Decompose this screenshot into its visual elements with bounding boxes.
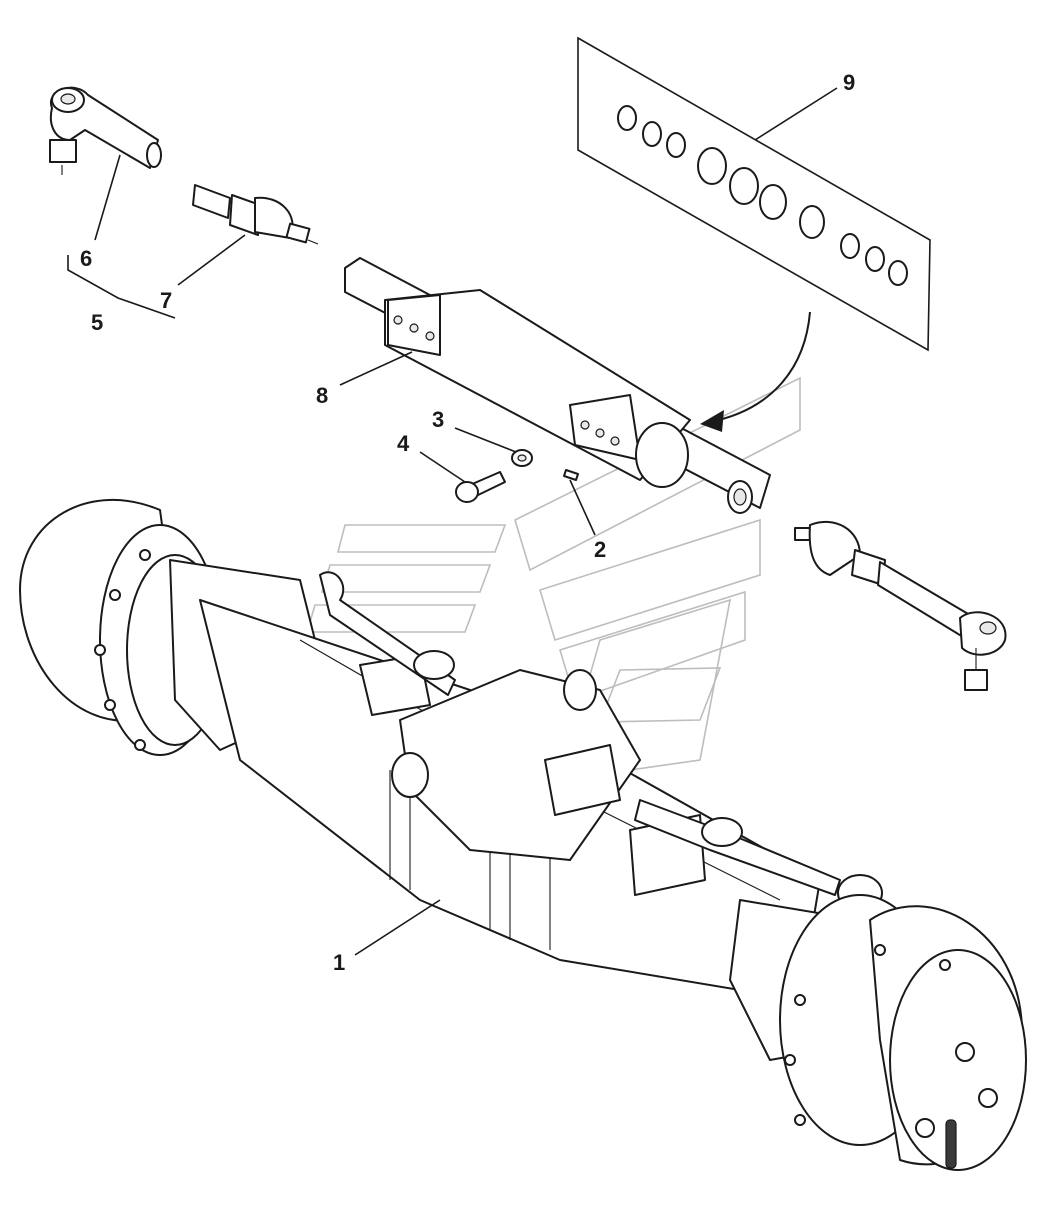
arrow-icon [700,311,811,432]
callout-2: 2 [594,537,606,562]
callout-1: 1 [333,950,345,975]
inner-ball-joint-part [192,184,319,245]
axle-assembly-part [19,499,1027,1171]
washer-part [511,449,533,467]
callout-6: 6 [80,246,92,271]
steering-cylinder-part [344,257,771,514]
tie-rod-end-part [49,86,162,175]
leader-lines [94,87,838,956]
callout-5: 5 [91,310,103,335]
seal-kit-panel [577,36,931,352]
callout-4: 4 [397,431,410,456]
bracket-5 [67,255,176,319]
bolt-part [455,471,506,503]
callout-8: 8 [316,383,328,408]
callout-7: 7 [160,288,172,313]
callout-9: 9 [843,70,855,95]
right-tie-rod-part [794,520,1007,691]
callout-3: 3 [432,407,444,432]
pin-part [563,469,579,481]
